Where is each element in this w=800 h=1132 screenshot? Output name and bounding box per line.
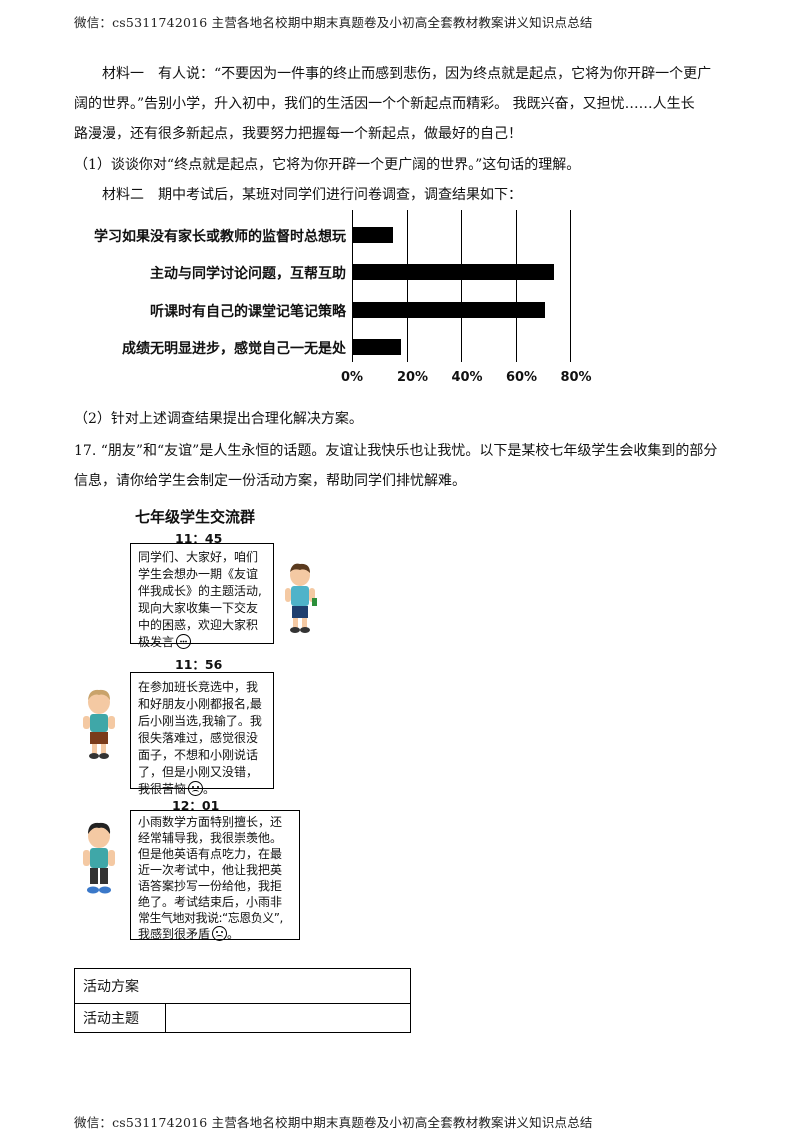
question-17-line1: 17. “朋友”和“友谊”是人生永恒的话题。友谊让我快乐也让我忧。以下是某校七年… [74,443,718,459]
message-line: 在参加班长竞选中，我 [138,680,259,694]
x-tick-label: 40% [451,370,483,385]
gridline [352,210,353,362]
gridline [406,210,408,362]
gridline [515,210,517,362]
bar [352,264,554,280]
bar [352,339,402,355]
gridline [461,210,462,362]
message-line: 后小刚当选,我输了。我 [138,714,262,728]
message-time: 12：01 [172,798,220,813]
survey-bar-chart: 0% 20% 40% 60% 80% 学习如果没有家长或教师的监督时总想玩主动与同学讨论问… [0,0,800,400]
plan-table-header: 活动方案 [74,968,411,1004]
bar [352,227,393,243]
x-tick-label: 20% [396,370,429,385]
page-header: 微信：cs5311742016 主营各地名校期中期末真题卷及小初高全套教材教案讲… [74,15,593,30]
message-line: 我很苦恼 [138,782,187,796]
material1-line2: 阔的世界。”告别小学，升入初中，我们的生活因一个个新起点而精彩。 我既兴奋，又担… [74,96,695,112]
category-label: 学习如果没有家长或教师的监督时总想玩 [94,229,346,245]
message-line: 了，但是小刚又没错， [138,765,259,779]
activity-plan-table: 活动方案 活动主题 [74,968,411,1033]
message-line: 很失落难过，感觉很没 [138,731,259,745]
message-time: 11：56 [175,657,223,672]
question-1: （1）谈谈你对“终点就是起点，它将为你开辟一个更广阔的世界。”这句话的理解。 [74,157,581,173]
category-label: 听课时有自己的课堂记笔记策略 [150,304,346,320]
x-tick-label: 0% [340,370,364,385]
message-line: 绝了。考试结束后，小雨非 [138,895,283,909]
x-tick-label: 80% [560,370,592,385]
x-tick-label: 60% [505,370,538,385]
material2-intro: 材料二 期中考试后，某班对同学们进行问卷调查，调查结果如下： [102,187,522,203]
message-line: 常生气地对我说:“忘恩负义”, [138,911,283,925]
plan-row-label: 活动主题 [74,1003,166,1033]
message-line: 学生会想办一期《友谊 [138,567,259,581]
question-17-line2: 信息，请你给学生会制定一份活动方案，帮助同学们排忧解难。 [74,473,466,489]
message-time: 11：45 [175,531,223,546]
question-2: （2）针对上述调查结果提出合理化解决方案。 [74,411,363,427]
bar [352,302,546,318]
gridline [570,210,571,362]
sad-face-icon [188,781,204,796]
chat-message-bubble: 小雨数学方面特别擅长，还 经常辅导我，我很崇羡他。 但是他英语有点吃力，在最 近… [130,810,300,941]
material1-line3: 路漫漫，还有很多新起点，我要努力把握每一个新起点，做最好的自己！ [74,126,522,142]
message-line: 经常辅导我，我很崇羡他。 [138,831,283,845]
plan-row-value[interactable] [165,1003,411,1033]
chat-message-bubble: 在参加班长竞选中，我 和好朋友小刚都报名,最 后小刚当选,我输了。我 很失落难过… [130,672,274,796]
message-line: 极发言 [138,635,175,649]
message-line: 中的困惑，欢迎大家积 [138,618,259,632]
page-footer: 微信：cs5311742016 主营各地名校期中期末真题卷及小初高全套教材教案讲… [74,1115,593,1130]
message-line: 面子，不想和小刚说话 [138,748,259,762]
chat-message-bubble: 同学们、大家好，咱们 学生会想办一期《友谊 伴我成长》的主题活动, 现向大家收集… [130,543,274,649]
student-avatar-icon [83,689,115,759]
message-line: 我感到很矛盾 [138,927,211,941]
message-line: 近一次考试中，他让我把英 [138,863,283,877]
message-line: 但是他英语有点吃力，在最 [138,847,283,861]
speech-bubble-icon [176,634,192,649]
message-line: 和好朋友小刚都报名,最 [138,697,262,711]
chat-group-title: 七年级学生交流群 [135,508,256,526]
message-line: 现向大家收集一下交友 [138,601,259,615]
student-avatar-icon [285,563,317,633]
message-line: 同学们、大家好，咱们 [138,550,259,564]
sad-face-icon [212,926,228,941]
category-label: 成绩无明显进步，感觉自己一无是处 [122,341,346,357]
message-line: 语答案抄写一份给他，我拒 [138,879,283,893]
message-line: 小雨数学方面特别擅长，还 [138,815,283,829]
student-avatar-icon [83,822,115,894]
material1-line1: 材料一 有人说：“不要因为一件事的终止而感到悲伤，因为终点就是起点，它将为你开辟… [102,66,712,82]
message-line: 伴我成长》的主题活动, [138,584,262,598]
category-label: 主动与同学讨论问题，互帮互助 [150,266,346,282]
